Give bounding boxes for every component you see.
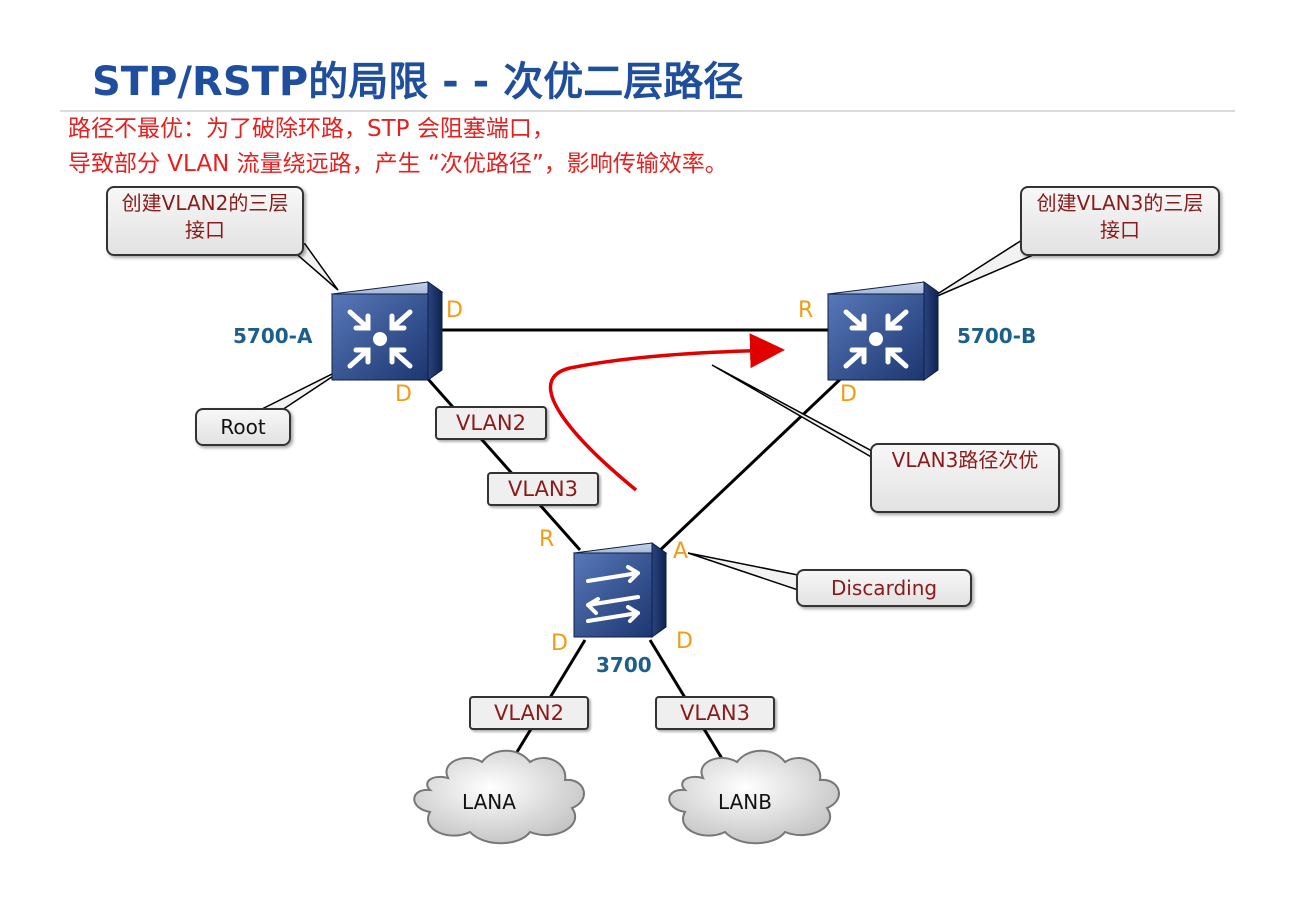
cloud-lanb-icon — [668, 749, 840, 845]
label-5700b: 5700-B — [957, 324, 1037, 348]
note-line-2: 导致部分 VLAN 流量绕远路，产生 “次优路径”，影响传输效率。 — [68, 151, 728, 177]
vlan-tag-lana: VLAN2 — [469, 696, 589, 730]
port-role-a-right: D — [446, 298, 463, 323]
port-role-b-left: R — [798, 298, 814, 323]
vlan-tag-lanb: VLAN3 — [655, 696, 775, 730]
cloud-lana-icon — [413, 749, 585, 845]
link-b-3700 — [653, 368, 852, 557]
vlan-tag-a-vlan3: VLAN3 — [487, 472, 599, 506]
port-role-3700-right: A — [673, 539, 689, 564]
label-3700: 3700 — [596, 653, 652, 677]
page-title: STP/RSTP的局限 - - 次优二层路径 — [92, 59, 744, 105]
callout-vlan3-l3: 创建VLAN3的三层接口 — [1020, 186, 1220, 256]
title-divider — [60, 110, 1235, 112]
cloud-label-lana: LANA — [462, 790, 516, 814]
traffic-path-arrow — [548, 333, 785, 492]
callout-vlan2-l3: 创建VLAN2的三层接口 — [106, 186, 304, 256]
link-a-3700 — [418, 369, 582, 551]
port-role-a-bottom: D — [395, 382, 412, 407]
callout-root: Root — [195, 408, 291, 446]
port-role-3700-bottom-left: D — [551, 631, 568, 656]
cloud-label-lanb: LANB — [718, 790, 772, 814]
pointer-discarding — [687, 552, 799, 592]
switch-3700-icon[interactable] — [572, 542, 668, 638]
callout-discarding: Discarding — [796, 569, 972, 607]
label-5700a: 5700-A — [233, 324, 313, 348]
switch-5700a-icon[interactable] — [330, 281, 444, 381]
callout-suboptimal: VLAN3路径次优 — [870, 443, 1060, 513]
note-line-1: 路径不最优：为了破除环路，STP 会阻塞端口， — [68, 116, 555, 142]
switch-5700b-icon[interactable] — [826, 281, 940, 381]
port-role-b-bottom: D — [840, 382, 857, 407]
vlan-tag-a-vlan2: VLAN2 — [435, 406, 547, 440]
port-role-3700-left: R — [539, 527, 555, 552]
port-role-3700-bottom-right: D — [676, 629, 693, 654]
